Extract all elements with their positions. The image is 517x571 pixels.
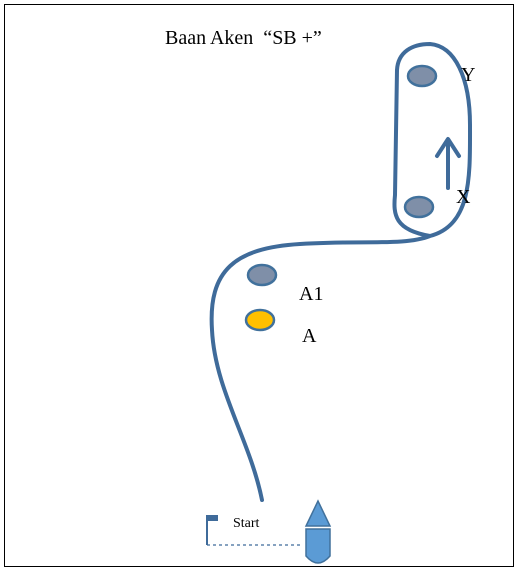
boat-icon (304, 499, 332, 564)
buoy-label-x: X (456, 186, 471, 208)
buoy-label-a1: A1 (299, 283, 323, 305)
start-flag-icon (206, 515, 300, 546)
course-line (209, 42, 473, 502)
buoy-y (406, 64, 438, 88)
start-label: Start (233, 516, 260, 531)
direction-arrow-icon (435, 137, 461, 190)
buoy-label-y: Y (461, 64, 475, 86)
buoy-label-a: A (302, 325, 317, 347)
course-title: Baan Aken “SB +” (165, 27, 322, 49)
buoy-x (403, 195, 435, 219)
buoy-a1 (246, 263, 278, 287)
buoy-a (244, 308, 276, 332)
